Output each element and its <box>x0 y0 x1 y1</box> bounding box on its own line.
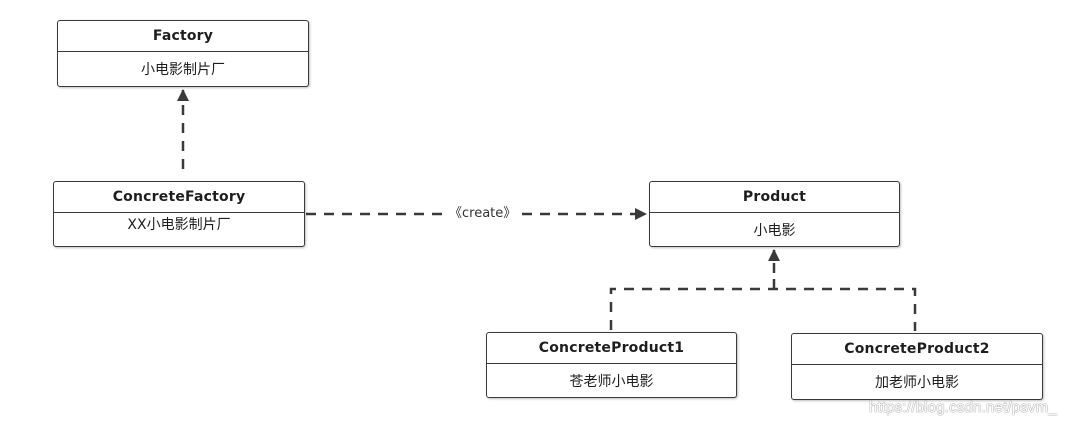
create-stereotype-label: 《create》 <box>446 205 520 223</box>
class-description: 小电影 <box>753 222 796 239</box>
factory-class-box[interactable]: Factory 小电影制片厂 <box>57 20 309 87</box>
concrete-product2-class-box[interactable]: ConcreteProduct2 加老师小电影 <box>791 333 1043 400</box>
concrete-product1-class-box[interactable]: ConcreteProduct1 苍老师小电影 <box>486 332 737 398</box>
class-name: ConcreteProduct1 <box>487 333 736 364</box>
class-name: ConcreteProduct2 <box>792 334 1042 365</box>
class-description: 加老师小电影 <box>875 374 959 391</box>
class-description: XX小电影制片厂 <box>127 217 231 233</box>
class-description: 苍老师小电影 <box>569 373 654 390</box>
class-name: ConcreteFactory <box>54 182 304 213</box>
class-description: 小电影制片厂 <box>141 61 225 78</box>
product-class-box[interactable]: Product 小电影 <box>649 181 900 247</box>
watermark-text: https://blog.csdn.net/psvm_ <box>868 399 1057 416</box>
class-name: Product <box>650 182 899 213</box>
class-name: Factory <box>58 21 308 52</box>
products-to-product-connector <box>609 287 917 331</box>
concrete-factory-class-box[interactable]: ConcreteFactory XX小电影制片厂 <box>53 181 305 247</box>
